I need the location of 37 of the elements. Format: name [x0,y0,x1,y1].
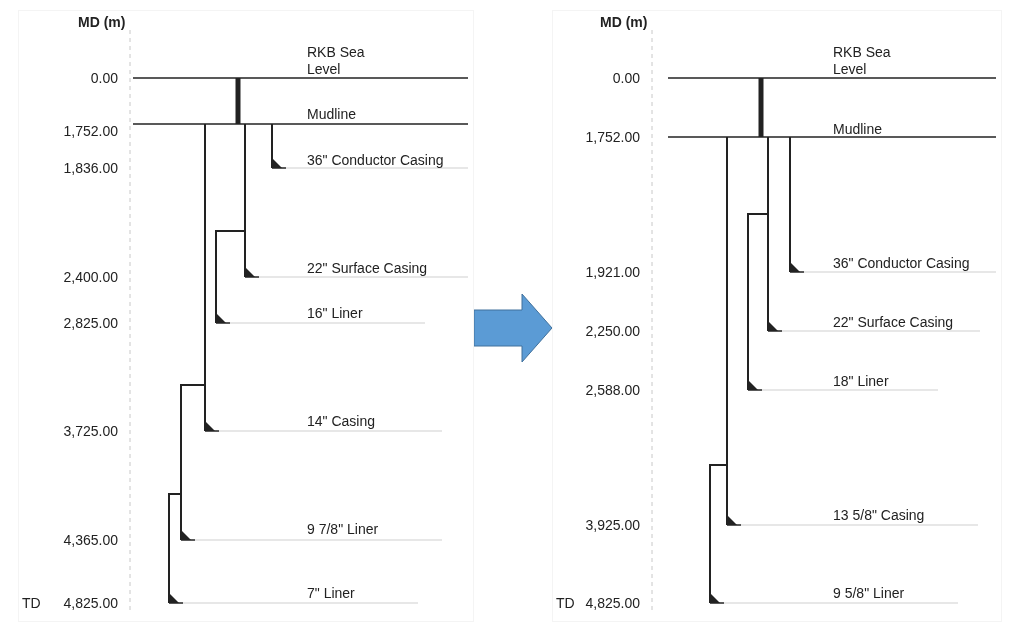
arrow [473,293,553,363]
depth-value: 0.00 [612,69,640,87]
total-depth-label: TD [556,594,575,612]
casing-label: 14" Casing [307,412,375,430]
depth-value: 1,752.00 [63,122,118,140]
depth-value: 1,752.00 [585,128,640,146]
casing-label: 16" Liner [307,304,363,322]
depth-value: 3,925.00 [585,516,640,534]
casing-label: 9 7/8" Liner [307,520,379,538]
depth-value: 2,825.00 [63,314,118,332]
casing-label: 36" Conductor Casing [307,151,444,169]
casing-label: 9 5/8" Liner [833,584,905,602]
casing-label: 18" Liner [833,372,889,390]
depth-value: 4,825.00 [63,594,118,612]
level-label: Mudline [307,105,357,123]
level-label: RKB Sea Level [307,44,366,78]
casing-label: 7" Liner [307,584,355,602]
well-schematic-drawing [552,10,1002,622]
depth-value: 4,365.00 [63,531,118,549]
level-label: RKB Sea Level [833,44,892,78]
depth-value: 2,250.00 [585,322,640,340]
axis-title: MD (m) [600,13,648,31]
depth-value: 2,400.00 [63,268,118,286]
casing-label: 13 5/8" Casing [833,506,925,524]
casing-label: 36" Conductor Casing [833,254,970,272]
depth-value: 2,588.00 [585,381,640,399]
depth-value: 1,836.00 [63,159,118,177]
depth-value: 4,825.00 [585,594,640,612]
well-schematic-drawing [18,10,474,622]
casing-label: 22" Surface Casing [833,313,954,331]
casing-label: 22" Surface Casing [307,259,428,277]
depth-value: 1,921.00 [585,263,640,281]
depth-value: 3,725.00 [63,422,118,440]
axis-title: MD (m) [78,13,126,31]
depth-value: 0.00 [90,69,118,87]
total-depth-label: TD [22,594,41,612]
level-label: Mudline [833,120,883,138]
